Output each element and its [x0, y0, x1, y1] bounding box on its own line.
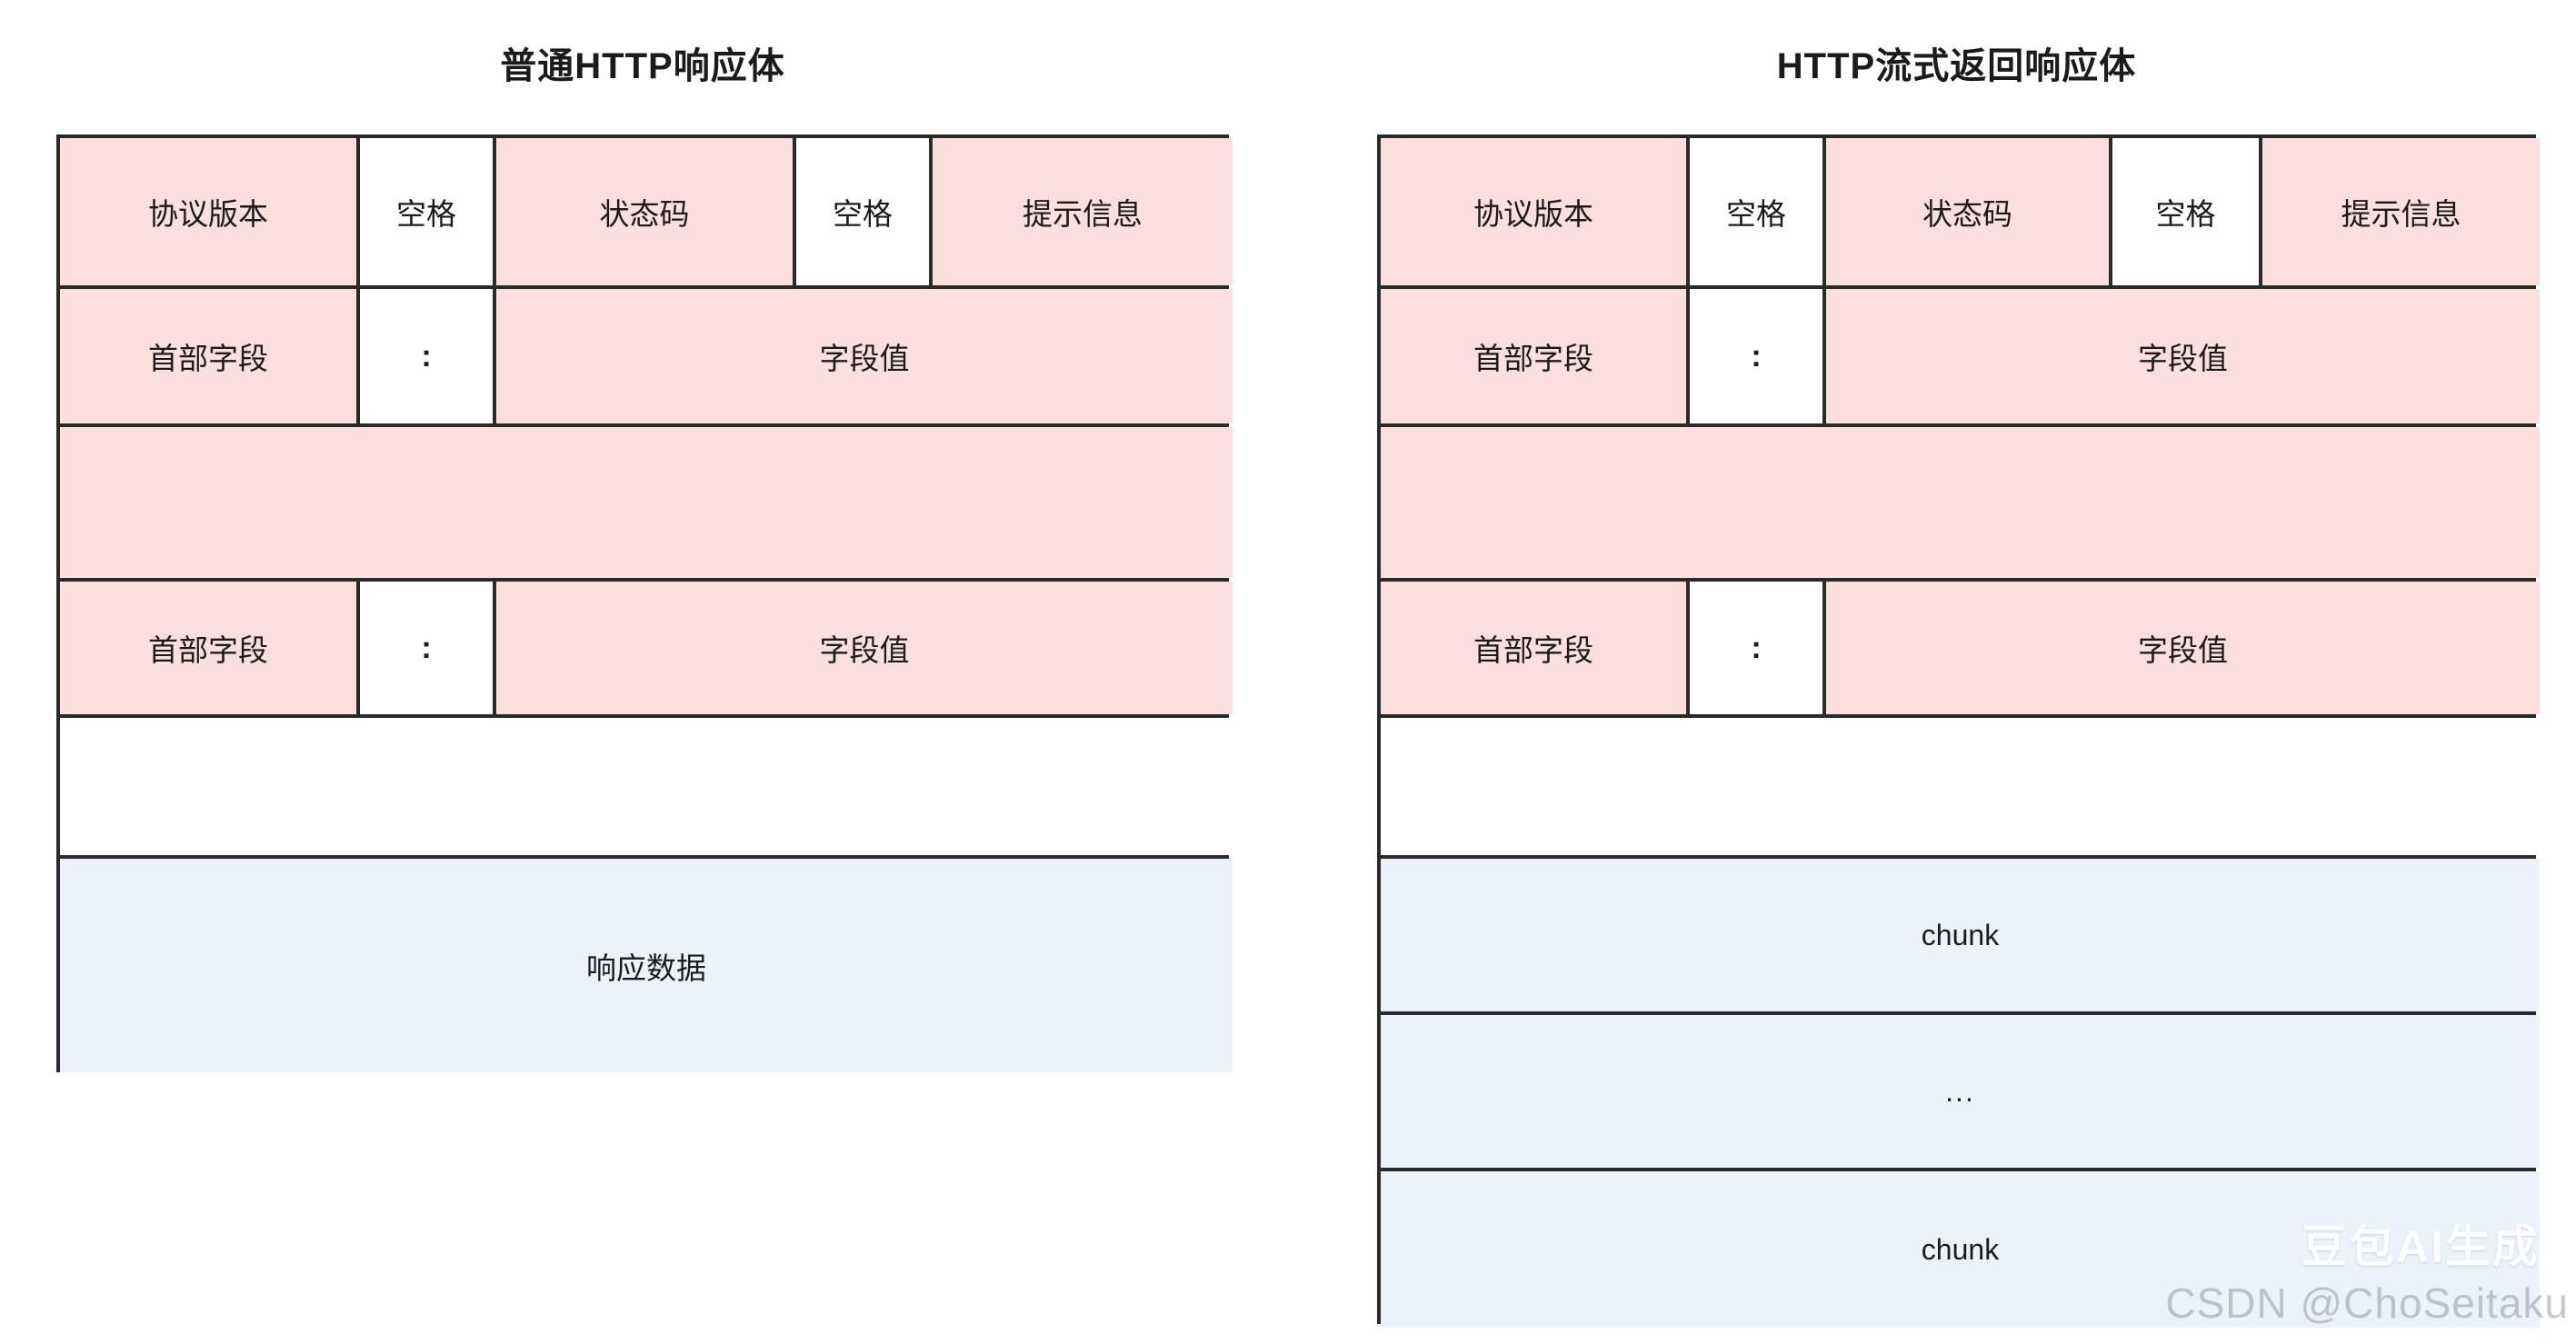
packet-cell-response-body-0: 响应数据	[60, 859, 1233, 1072]
packet-row-header-gap	[60, 427, 1233, 582]
packet-row-header-field-1: 首部字段:字段值	[60, 289, 1233, 427]
packet-row-header-field-1: 首部字段:字段值	[1381, 289, 2540, 427]
packet-row-status-line: 协议版本空格状态码空格提示信息	[60, 138, 1233, 289]
page-title-plain-http: 普通HTTP响应体	[500, 46, 785, 86]
packet-cell-header-field-1-1: :	[360, 289, 496, 423]
packet-cell-header-field-2-0: 首部字段	[1381, 582, 1690, 714]
packet-cell-status-line-1: 空格	[360, 138, 496, 285]
packet-row-chunk-ellipsis: ...	[1381, 1015, 2540, 1171]
packet-cell-header-gap-0	[1381, 427, 2540, 578]
packet-cell-header-field-1-2: 字段值	[1826, 289, 2540, 423]
packet-row-blank-line	[60, 718, 1233, 859]
packet-cell-status-line-2: 状态码	[496, 138, 796, 285]
packet-cell-header-field-2-2: 字段值	[1826, 582, 2540, 714]
packet-row-status-line: 协议版本空格状态码空格提示信息	[1381, 138, 2540, 289]
packet-cell-header-field-2-1: :	[360, 582, 496, 714]
packet-cell-chunk-first-0: chunk	[1381, 859, 2540, 1011]
packet-cell-header-field-1-2: 字段值	[496, 289, 1233, 423]
packet-cell-status-line-0: 协议版本	[60, 138, 360, 285]
packet-cell-blank-line-0	[60, 718, 1233, 855]
packet-cell-header-field-1-0: 首部字段	[1381, 289, 1690, 423]
packet-cell-status-line-0: 协议版本	[1381, 138, 1690, 285]
packet-cell-status-line-4: 提示信息	[2262, 138, 2540, 285]
packet-cell-status-line-3: 空格	[796, 138, 933, 285]
packet-cell-blank-line-0	[1381, 718, 2540, 855]
packet-cell-status-line-3: 空格	[2112, 138, 2262, 285]
page-title-streaming-http: HTTP流式返回响应体	[1776, 46, 2137, 86]
packet-cell-header-field-1-0: 首部字段	[60, 289, 360, 423]
packet-row-header-field-2: 首部字段:字段值	[60, 582, 1233, 718]
packet-cell-header-field-2-0: 首部字段	[60, 582, 360, 714]
packet-cell-status-line-4: 提示信息	[933, 138, 1233, 285]
packet-row-header-gap	[1381, 427, 2540, 582]
packet-row-header-field-2: 首部字段:字段值	[1381, 582, 2540, 718]
packet-cell-chunk-last-0: chunk	[1381, 1171, 2540, 1328]
packet-row-chunk-first: chunk	[1381, 859, 2540, 1015]
packet-cell-status-line-1: 空格	[1690, 138, 1826, 285]
packet-row-blank-line	[1381, 718, 2540, 859]
packet-row-chunk-last: chunk	[1381, 1171, 2540, 1328]
packet-row-response-body: 响应数据	[60, 859, 1233, 1072]
packet-cell-header-field-2-1: :	[1690, 582, 1826, 714]
packet-cell-header-field-2-2: 字段值	[496, 582, 1233, 714]
packet-cell-header-field-1-1: :	[1690, 289, 1826, 423]
packet-table-plain-http: 协议版本空格状态码空格提示信息首部字段:字段值首部字段:字段值响应数据	[56, 134, 1233, 1072]
packet-cell-header-gap-0	[60, 427, 1233, 578]
packet-cell-chunk-ellipsis-0: ...	[1381, 1015, 2540, 1168]
packet-cell-status-line-2: 状态码	[1826, 138, 2112, 285]
